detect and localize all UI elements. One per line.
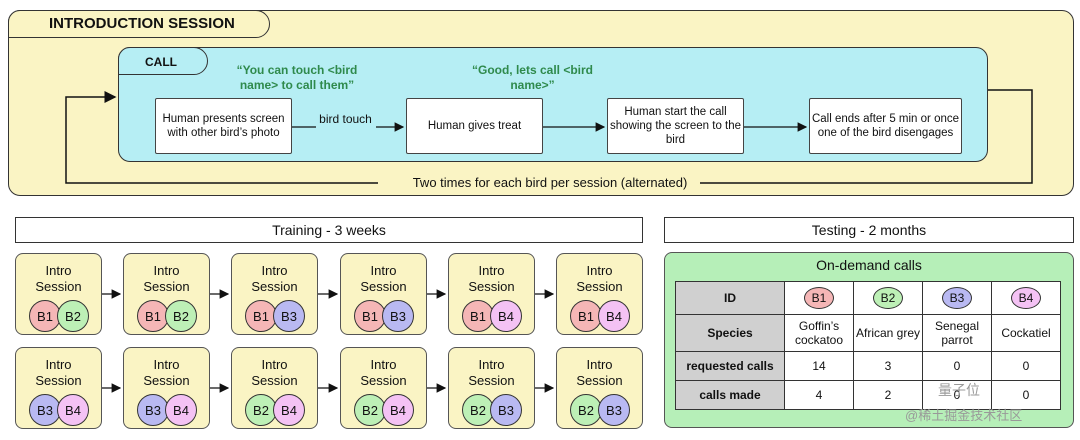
species-cell: Goffin’s cockatoo [784, 314, 854, 352]
bird-b3-badge: B3 [382, 300, 414, 332]
made-cell: 2 [853, 380, 923, 410]
bird-b3-badge: B3 [29, 394, 61, 426]
bird-b2-badge: B2 [570, 394, 602, 426]
bird-b3-badge: B3 [490, 394, 522, 426]
step-start-call: Human start the call showing the screen … [607, 98, 744, 154]
bird-b4-badge: B4 [382, 394, 414, 426]
bird-b1-badge: B1 [462, 300, 494, 332]
bird-b2-badge: B2 [165, 300, 197, 332]
bird-badge-b3: B3 [942, 287, 972, 309]
table-cell: B2 [853, 281, 923, 315]
bird-b4-badge: B4 [273, 394, 305, 426]
training-arrows [102, 289, 555, 393]
watermark-logo-text: 量子位 [938, 382, 980, 398]
row-header-id: ID [675, 281, 785, 315]
bird-badge-b2: B2 [873, 287, 903, 309]
step-present-screen: Human presents screen with other bird’s … [155, 98, 292, 154]
table-row: ID B1 B2 B3 B4 [675, 281, 1061, 315]
requested-cell: 3 [853, 351, 923, 381]
calls-table: ID B1 B2 B3 B4 Species Goffin’s cockatoo… [675, 281, 1061, 410]
made-cell: 4 [784, 380, 854, 410]
row-header-requested: requested calls [675, 351, 785, 381]
session-label: Intro Session [468, 263, 515, 294]
made-cell: 0 [991, 380, 1061, 410]
bird-b2-badge: B2 [245, 394, 277, 426]
session-label: Intro Session [468, 357, 515, 388]
session-label: Intro Session [576, 263, 623, 294]
session-label: Intro Session [251, 263, 298, 294]
species-cell: Senegal parrot [922, 314, 992, 352]
quote-good: “Good, lets call <bird name>” [471, 63, 594, 92]
step-give-treat: Human gives treat [406, 98, 543, 154]
requested-cell: 0 [922, 351, 992, 381]
session-label: Intro Session [251, 357, 298, 388]
session-label: Intro Session [360, 263, 407, 294]
bird-b2-badge: B2 [57, 300, 89, 332]
testing-title: Testing - 2 months [664, 217, 1074, 243]
table-cell: B4 [991, 281, 1061, 315]
step-call-ends: Call ends after 5 min or once one of the… [809, 98, 962, 154]
bird-b1-badge: B1 [354, 300, 386, 332]
species-cell: African grey [853, 314, 923, 352]
bird-b3-badge: B3 [137, 394, 169, 426]
row-header-made: calls made [675, 380, 785, 410]
table-row: requested calls 14 3 0 0 [675, 351, 1061, 381]
bird-b1-badge: B1 [137, 300, 169, 332]
bird-b3-badge: B3 [273, 300, 305, 332]
bird-b4-badge: B4 [57, 394, 89, 426]
requested-cell: 14 [784, 351, 854, 381]
bird-b2-badge: B2 [462, 394, 494, 426]
call-title: CALL [118, 47, 208, 75]
session-label: Intro Session [360, 357, 407, 388]
loop-right [700, 89, 1033, 184]
requested-cell: 0 [991, 351, 1061, 381]
on-demand-title: On-demand calls [816, 257, 922, 273]
intro-session-title: INTRODUCTION SESSION [8, 10, 270, 38]
row-header-species: Species [675, 314, 785, 352]
table-row: Species Goffin’s cockatoo African grey S… [675, 314, 1061, 352]
table-cell: B1 [784, 281, 854, 315]
made-cell: 0 [922, 380, 992, 410]
table-cell: B3 [922, 281, 992, 315]
quote-touch: “You can touch <bird name> to call them” [236, 63, 358, 92]
bird-b1-badge: B1 [570, 300, 602, 332]
bird-b4-badge: B4 [598, 300, 630, 332]
loop-label: Two times for each bird per session (alt… [380, 175, 720, 190]
bird-b3-badge: B3 [598, 394, 630, 426]
session-label: Intro Session [35, 357, 82, 388]
bird-badge-b4: B4 [1011, 287, 1041, 309]
table-row: calls made 4 2 0 0 [675, 380, 1061, 410]
loop-left [65, 91, 378, 184]
session-label: Intro Session [143, 263, 190, 294]
bird-b4-badge: B4 [490, 300, 522, 332]
session-label: Intro Session [143, 357, 190, 388]
session-label: Intro Session [35, 263, 82, 294]
species-cell: Cockatiel [991, 314, 1061, 352]
bird-b4-badge: B4 [165, 394, 197, 426]
bird-badge-b1: B1 [804, 287, 834, 309]
bird-b1-badge: B1 [29, 300, 61, 332]
edge-label-bird-touch: bird touch [319, 112, 372, 126]
session-label: Intro Session [576, 357, 623, 388]
watermark-handle: @稀土掘金技术社区 [905, 408, 1023, 423]
training-title: Training - 3 weeks [15, 217, 643, 243]
